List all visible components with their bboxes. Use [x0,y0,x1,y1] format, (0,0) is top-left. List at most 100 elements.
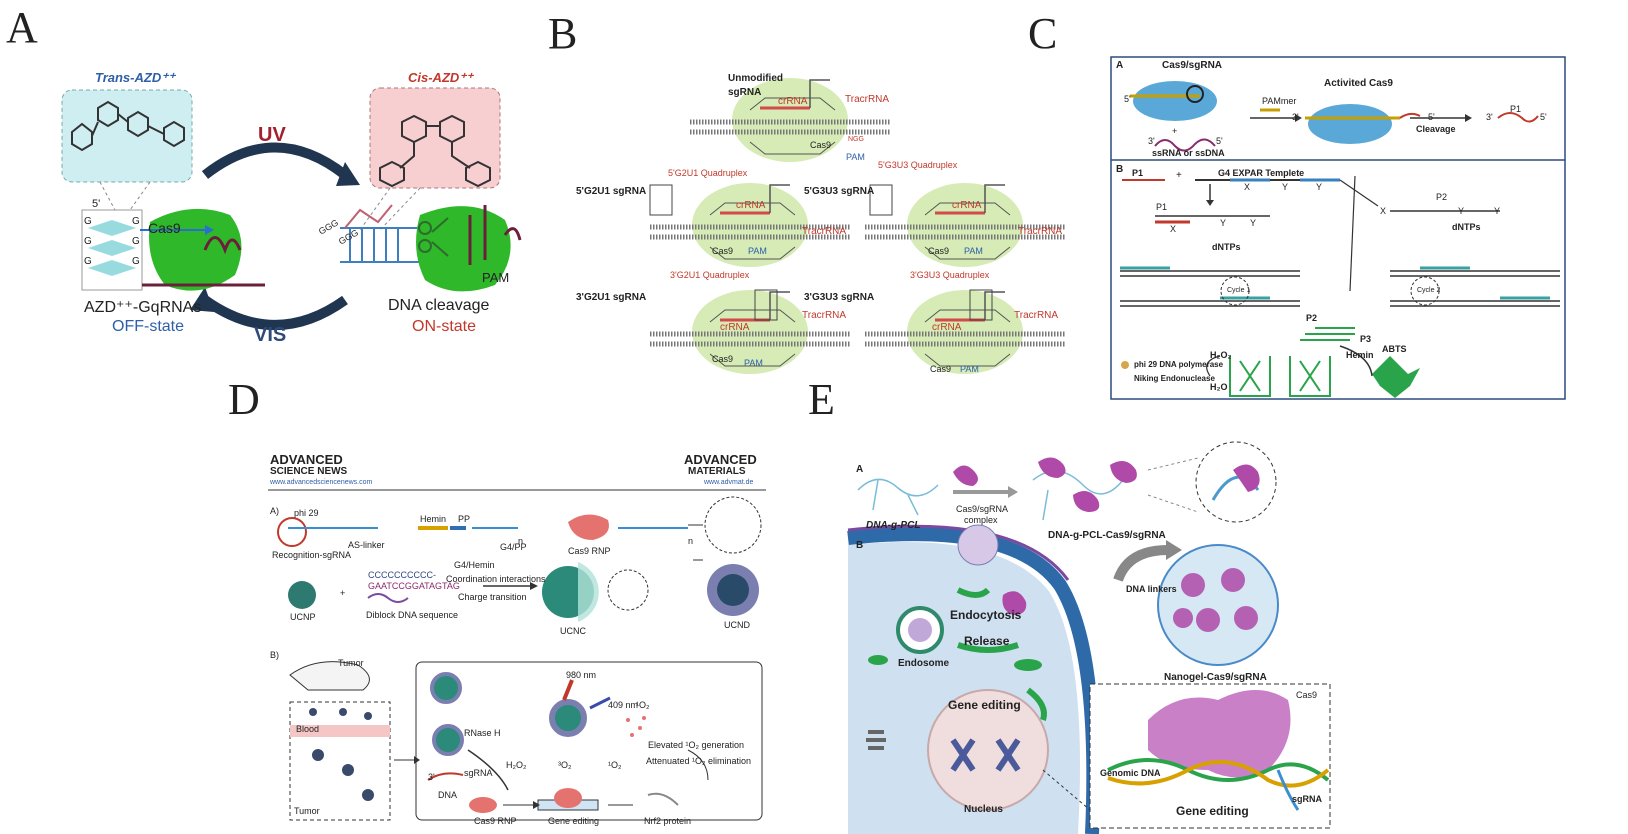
d-o2-1: ¹O₂ [608,760,622,770]
c-plus-2: + [1176,170,1182,181]
five-prime-label-a: 5' [92,198,101,210]
c-p1-b: P1 [1132,168,1144,178]
e-nucleus: Nucleus [964,804,1003,815]
panel-label-a: A [6,3,38,52]
c-3prime-1: 3' [1292,112,1299,122]
e-cas9: Cas9 [1296,690,1318,700]
g-label-1: G [84,216,92,227]
d-o2-3: ³O₂ [558,760,572,770]
pam-label-b2: PAM [748,246,767,256]
c-part-a-label: A [1116,60,1124,71]
c-5prime-1: 5' [1124,94,1131,104]
off-state: OFF-state [112,318,185,335]
g2u1-3-quad-label: 3'G2U1 Quadruplex [670,270,750,280]
c-h2o: H₂O [1210,382,1228,392]
d-plus: + [340,588,346,598]
d-journal-right-1: ADVANCED [684,452,757,467]
d-gene-editing: Gene editing [548,816,600,826]
g-label-4: G [132,216,140,227]
d-journal-left-2: SCIENCE NEWS [270,466,348,477]
e-part-b: B [856,540,864,551]
row-5g3u3-label: 5'G3U3 sgRNA [804,186,875,197]
d-phi29: phi 29 [294,508,319,518]
c-p3: P3 [1360,334,1372,344]
d-diblock: Diblock DNA sequence [366,610,459,620]
d-journal-left-url: www.advancedsciencenews.com [270,479,373,486]
c-activated: Activited Cas9 [1324,78,1393,89]
panel-d-graphics [268,489,766,821]
d-tumor-2: Tumor [294,806,320,816]
d-ucnc: UCNC [560,626,586,636]
c-y-6: Y [1494,206,1501,216]
uv-label: UV [258,124,286,146]
c-p2-mid: P2 [1306,313,1318,323]
cas9-label-b2: Cas9 [712,246,734,256]
d-elevated: Elevated ¹O₂ generation [648,740,745,750]
c-p2-top: P2 [1436,192,1448,202]
on-title: DNA cleavage [388,297,490,314]
d-ucnd: UCND [724,620,750,630]
panel-b-graphics [540,0,1060,400]
d-cas9rnp: Cas9 RNP [568,546,611,556]
c-p1-top: P1 [1510,104,1522,114]
c-x-1: X [1244,182,1251,192]
g-label-5: G [132,236,140,247]
c-pammer: PAMmer [1262,96,1297,106]
panel-c: A Cas9/sgRNA Activited Cas9 PAMmer Cleav… [1110,56,1566,400]
e-gene-editing-2: Gene editing [1176,804,1249,818]
d-journal-left-1: ADVANCED [270,452,343,467]
d-nrf2: Nrf2 protein [644,816,692,826]
row-3g2u1-label: 3'G2U1 sgRNA [576,292,647,303]
panel-e: A DNA-g-PCL Cas9/sgRNA complex DNA-g-PCL… [847,441,1348,834]
c-g4-template: G4 EXPAR Templete [1218,168,1305,178]
e-complex-1: Cas9/sgRNA [956,504,1009,514]
panel-label-b: B [548,9,578,58]
d-980nm: 980 nm [566,670,597,680]
panel-c-graphics [1110,56,1566,400]
e-linkers: DNA linkers [1126,584,1177,594]
c-3prime-2: 3' [1486,112,1493,122]
cas9-label-b5: Cas9 [930,364,952,374]
e-sgrna: sgRNA [1292,794,1323,804]
c-h2o2: H₂O₂ [1210,350,1232,360]
cis-azd-label: Cis-AZD⁺⁺ [408,70,473,85]
crrna-label-2: crRNA [736,200,766,211]
c-ssrna: ssRNA or ssDNA [1152,148,1225,158]
c-dntps-2: dNTPs [1452,222,1481,232]
pam-label-b5: PAM [960,364,979,374]
c-cleavage: Cleavage [1416,124,1456,134]
c-x-3: X [1380,206,1387,216]
g3u3-3-diagram [865,290,1065,374]
c-plus-1: + [1172,126,1178,136]
panel-a-graphics [61,87,522,330]
d-pp: PP [458,514,471,524]
d-rnaseh: RNase H [464,728,501,738]
e-dna-pcl: DNA-g-PCL [866,520,921,531]
d-n-1: n [518,536,524,546]
d-g4pp: G4/PP [500,542,527,552]
d-seq2: GAATCCGGATAGTAG [368,581,460,591]
cas9-label-a: Cas9 [148,220,181,236]
c-5prime-4: 5' [1216,136,1223,146]
d-as-linker: AS-linker [348,540,385,550]
d-tumor-1: Tumor [338,658,364,668]
pam-label-a: PAM [482,270,510,285]
d-409nm: 409 nm [608,700,639,710]
e-part-a: A [856,464,864,475]
c-hemin: Hemin [1346,350,1374,360]
e-gene-editing: Gene editing [948,698,1021,712]
c-5prime-2: 5' [1428,112,1435,122]
d-sub-a: A) [270,506,279,516]
d-charge: Charge transition [458,592,527,602]
d-dna: DNA [438,790,458,800]
d-3prime: 3' [428,772,435,782]
trans-azd-label: Trans-AZD⁺⁺ [95,70,175,85]
pam-label-b4: PAM [744,358,763,368]
c-legend-phi29: phi 29 DNA polymerase [1134,360,1224,369]
c-y-5: Y [1458,206,1465,216]
tracrrna-label-4: TracrRNA [802,310,847,321]
d-ucnp: UCNP [290,612,316,622]
d-journal-right-2: MATERIALS [688,466,746,477]
d-cas9rnp-2: Cas9 RNP [474,816,517,826]
c-5prime-3: 5' [1540,112,1547,122]
